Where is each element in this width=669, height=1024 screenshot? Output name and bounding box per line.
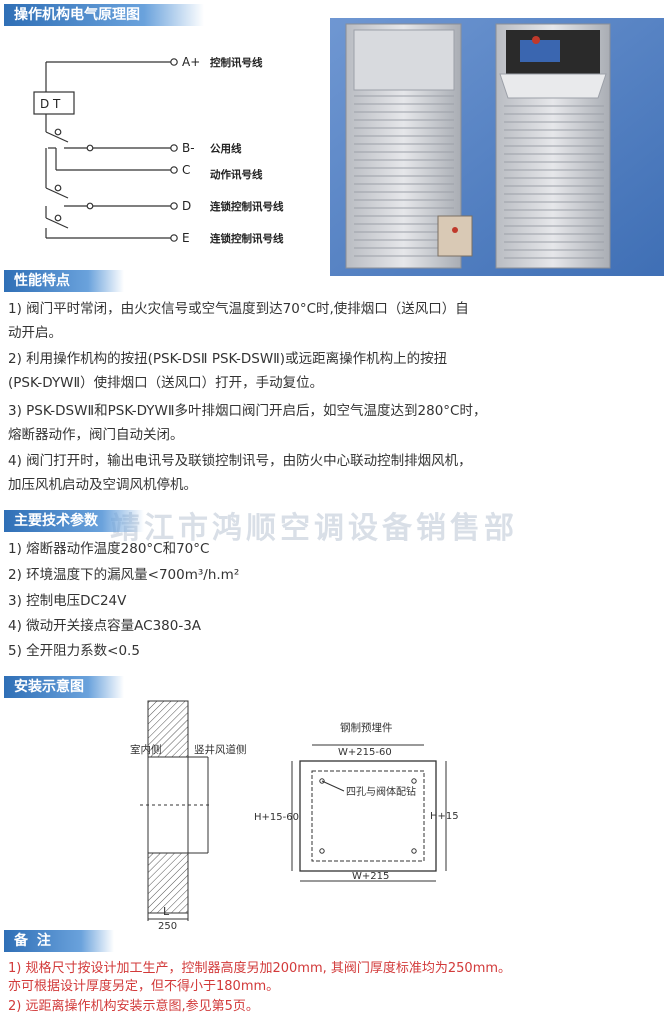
terminal-c-label: 动作讯号线 <box>210 168 263 181</box>
circuit-diagram: D T A+ 控制讯号线 B- 公用线 C 动作讯号线 D 连锁控制讯号线 E … <box>33 55 284 245</box>
note-line: 1) 规格尺寸按设计加工生产，控制器高度另加200mm, 其阀门厚度标准均为25… <box>8 961 512 976</box>
feature-line: 3) PSK-DSWⅡ和PSK-DYWⅡ多叶排烟口阀门开启后，如空气温度达到28… <box>8 403 487 419</box>
terminal-b: B- <box>182 141 195 155</box>
spec-line: 3) 控制电压DC24V <box>8 593 127 609</box>
feature-line: 加压风机启动及空调风机停机。 <box>8 477 197 493</box>
dim-h-left: H+15-60 <box>254 812 299 823</box>
dim-l: L <box>163 905 170 918</box>
dim-h-right: H+15 <box>430 811 459 822</box>
feature-line: (PSK-DYWⅡ）使排烟口（送风口）打开，手动复位。 <box>8 375 324 391</box>
spec-line: 5) 全开阻力系数<0.5 <box>8 643 140 659</box>
dim-w-top: W+215-60 <box>338 747 392 758</box>
terminal-d: D <box>182 199 191 213</box>
feature-line: 1) 阀门平时常闭，由火灾信号或空气温度到达70°C时,使排烟口（送风口）自 <box>8 301 469 317</box>
relay-label: D T <box>40 97 61 111</box>
product-photo <box>330 18 664 276</box>
feature-line: 熔断器动作，阀门自动关闭。 <box>8 427 184 443</box>
terminal-c: C <box>182 163 190 177</box>
section-tag-specs: 主要技术参数 <box>4 510 144 532</box>
install-diagram: L 250 室内侧 竖井风道侧 钢制预埋件 W+215-60 四孔与阀体配钻 H… <box>130 700 459 932</box>
dim-250: 250 <box>158 921 177 932</box>
terminal-b-label: 公用线 <box>210 142 242 155</box>
terminal-e-label: 连锁控制讯号线 <box>210 232 284 245</box>
section-tag-features: 性能特点 <box>4 270 124 292</box>
terminal-d-label: 连锁控制讯号线 <box>210 200 284 213</box>
terminal-a: A+ <box>182 55 200 69</box>
indoor-label: 室内侧 <box>130 743 162 756</box>
terminal-a-label: 控制讯号线 <box>210 56 263 69</box>
feature-line: 动开启。 <box>8 325 62 341</box>
holes-label: 四孔与阀体配钻 <box>346 785 416 798</box>
feature-line: 4) 阀门打开时，输出电讯号及联锁控制讯号，由防火中心联动控制排烟风机， <box>8 453 472 469</box>
section-tag-circuit: 操作机构电气原理图 <box>4 4 204 26</box>
terminal-e: E <box>182 231 190 245</box>
note-line: 2) 远距离操作机构安装示意图,参见第5页。 <box>8 999 259 1014</box>
spec-line: 1) 熔断器动作温度280°C和70°C <box>8 541 210 557</box>
shaft-label: 竖井风道侧 <box>194 743 247 756</box>
section-tag-notes: 备 注 <box>4 930 114 952</box>
dim-w-bottom: W+215 <box>352 871 389 882</box>
spec-line: 2) 环境温度下的漏风量<700m³/h.m² <box>8 567 240 583</box>
embed-label: 钢制预埋件 <box>340 721 393 734</box>
note-line: 亦可根据设计厚度另定，但不得小于180mm。 <box>8 979 280 994</box>
feature-line: 2) 利用操作机构的按扭(PSK-DSⅡ PSK-DSWⅡ)或远距离操作机构上的… <box>8 351 448 367</box>
spec-line: 4) 微动开关接点容量AC380-3A <box>8 618 202 634</box>
section-tag-install: 安装示意图 <box>4 676 124 698</box>
watermark: 靖江市鸿顺空调设备销售部 <box>110 511 518 546</box>
